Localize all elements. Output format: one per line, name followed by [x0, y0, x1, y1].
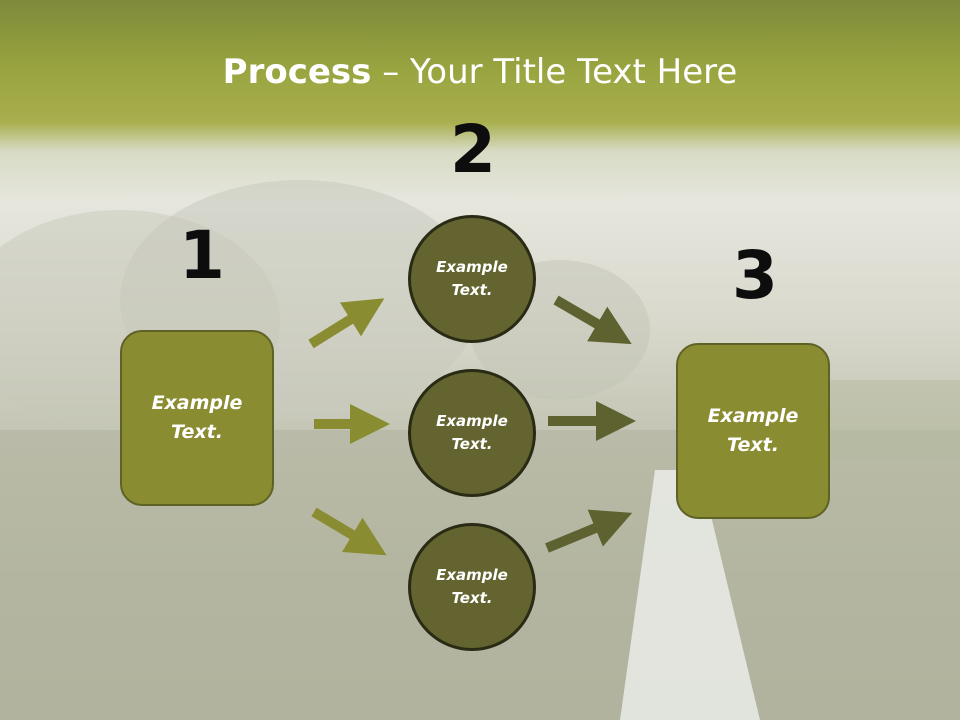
- middle-circle-center-text: Example Text.: [436, 412, 508, 453]
- middle-circle-center: Example Text.: [408, 369, 536, 497]
- step-number-1: 1: [179, 217, 225, 294]
- arrow-right-up: [545, 509, 633, 553]
- step-1-box: Example Text.: [120, 330, 274, 506]
- step-number-2: 2: [450, 111, 496, 188]
- middle-circle-bottom-text: Example Text.: [436, 566, 508, 607]
- title-rest: Your Title Text Here: [410, 52, 738, 92]
- middle-circle-bottom: Example Text.: [408, 523, 536, 651]
- arrow-left-up: [308, 298, 385, 349]
- step-1-text: Example Text.: [151, 392, 243, 443]
- title-separator: –: [371, 52, 411, 92]
- title-bold: Process: [222, 52, 372, 92]
- slide-title: Process – Your Title Text Here: [0, 52, 960, 92]
- arrow-right-down: [553, 295, 632, 345]
- middle-circle-top: Example Text.: [408, 215, 536, 343]
- step-3-text: Example Text.: [707, 405, 799, 456]
- step-number-3: 3: [732, 237, 778, 314]
- middle-circle-top-text: Example Text.: [436, 258, 508, 299]
- step-3-box: Example Text.: [676, 343, 830, 519]
- arrow-left-down: [311, 507, 387, 556]
